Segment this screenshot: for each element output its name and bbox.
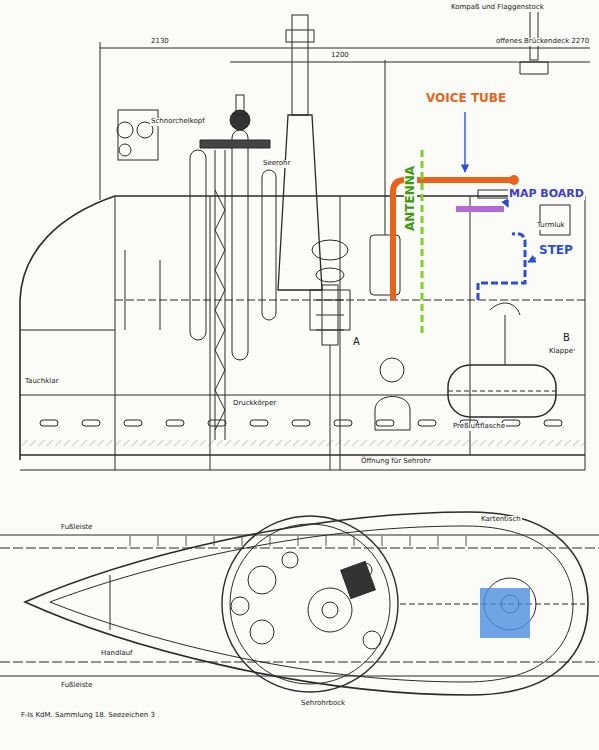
part-name: Öffnung für Sehrohr [360, 458, 432, 466]
dimension: offenes Brückendeck 2270 [495, 38, 590, 46]
voice-tube-end [509, 175, 519, 185]
casing-slot [82, 420, 100, 426]
frame-tick [214, 536, 215, 546]
frame-tick [438, 536, 439, 546]
part-name: Tauchklar [24, 378, 59, 386]
part-name: Turmluk [536, 222, 566, 230]
casing-slot [418, 420, 436, 426]
annotation-label: MAP BOARD [508, 188, 585, 200]
section-mark: A [352, 336, 361, 347]
casing-slot [166, 420, 184, 426]
leader-line [505, 200, 508, 207]
frame-tick [466, 536, 467, 546]
part-name: Klappe [548, 348, 574, 356]
frame-tick [130, 536, 131, 546]
casing-slot [124, 420, 142, 426]
part-name: Sehrohrbock [300, 700, 346, 708]
casing-slot [40, 420, 58, 426]
part-name: Fußleiste [60, 682, 93, 690]
annotation-label: VOICE TUBE [425, 92, 507, 105]
part-name: Kompaß und Flaggenstock [450, 4, 545, 12]
drawing-source: F-Is KdM. Sammlung 18. Seezeichen 3 [20, 712, 156, 720]
casing-slot [376, 420, 394, 426]
map-board-highlight [456, 206, 504, 212]
frame-tick [382, 536, 383, 546]
dimension: 1200 [330, 52, 350, 60]
casing-slot [334, 420, 352, 426]
annotation-label: ANTENNA [404, 165, 417, 232]
casing-slot [292, 420, 310, 426]
part-name: Schnorchelkopf [150, 118, 206, 126]
annotation-label: STEP [538, 244, 574, 257]
antenna-highlight [421, 150, 424, 335]
part-name: Preßluftflasche [452, 423, 506, 431]
casing-slot [208, 420, 226, 426]
part-name: Fußleiste [60, 524, 93, 532]
casing-slot [250, 420, 268, 426]
part-name: Kartentisch [480, 516, 522, 524]
step-highlight [478, 234, 525, 300]
frame-tick [242, 536, 243, 546]
frame-tick [186, 536, 187, 546]
frame-tick [410, 536, 411, 546]
step-top-view-highlight [480, 588, 530, 638]
frame-tick [158, 536, 159, 546]
frame-tick [326, 536, 327, 546]
frame-tick [298, 536, 299, 546]
leader-line [528, 258, 536, 262]
dimension: 2130 [150, 38, 170, 46]
section-mark: B [562, 332, 571, 343]
frame-tick [354, 536, 355, 546]
casing-slot [544, 420, 562, 426]
part-name: Druckkörper [232, 400, 277, 408]
leader-line [464, 112, 465, 172]
part-name: Seerohr [262, 160, 291, 168]
frame-tick [270, 536, 271, 546]
part-name: Handlauf [100, 650, 134, 658]
